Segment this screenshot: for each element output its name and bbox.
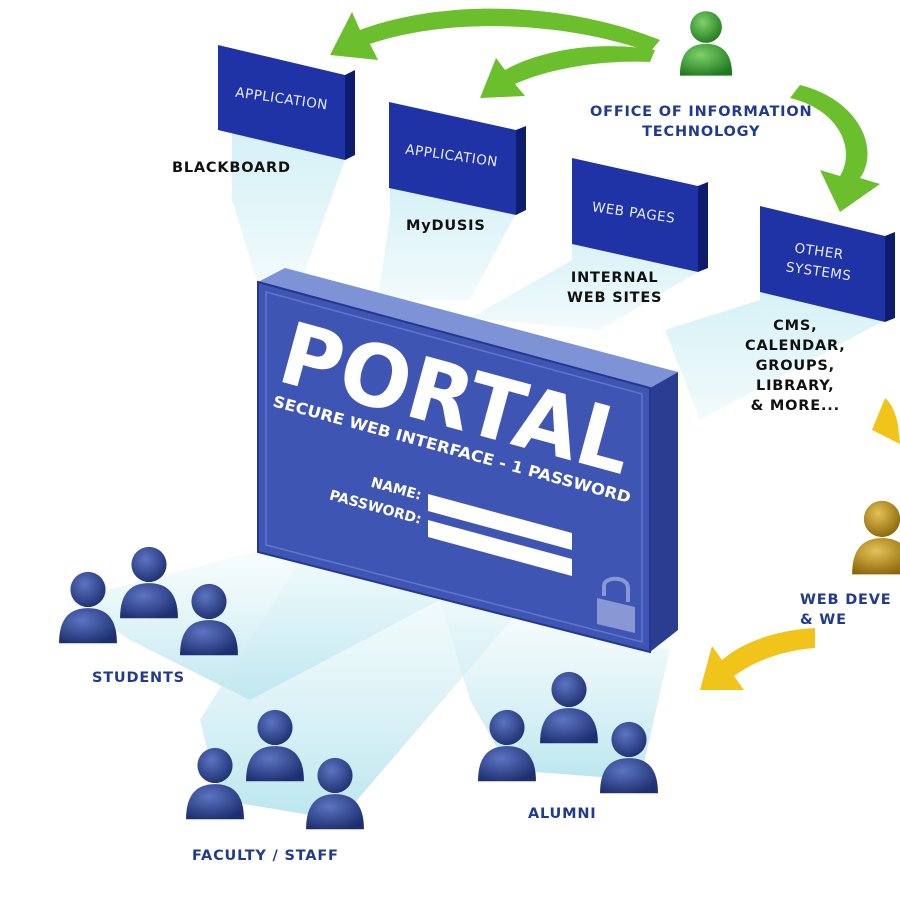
oit-label: OFFICE OF INFORMATION TECHNOLOGY bbox=[590, 104, 813, 140]
system-boxes: APPLICATION APPLICATION WEB PAGES OTHER … bbox=[218, 45, 895, 322]
password-field bbox=[428, 520, 572, 576]
students-label: STUDENTS bbox=[92, 670, 185, 686]
green-arrows bbox=[330, 8, 880, 212]
other-systems-box-line-1: OTHER bbox=[793, 240, 844, 263]
blackboard-box: APPLICATION bbox=[218, 45, 355, 160]
other-systems-list-label: CMS, CALENDAR, GROUPS, LIBRARY, & MORE..… bbox=[745, 318, 846, 414]
oit-person-icon bbox=[679, 11, 733, 76]
web-dev-person-icon bbox=[852, 500, 900, 575]
name-field bbox=[428, 494, 572, 550]
web-pages-box: WEB PAGES bbox=[572, 158, 708, 272]
blackboard-label: BLACKBOARD bbox=[172, 160, 291, 176]
web-dev-label: WEB DEVE & WE bbox=[800, 592, 892, 628]
faculty-staff-label: FACULTY / STAFF bbox=[192, 848, 339, 864]
alumni-label: ALUMNI bbox=[528, 806, 597, 822]
mydusis-box: APPLICATION bbox=[389, 102, 526, 215]
mydusis-label: MyDUSIS bbox=[406, 218, 486, 234]
padlock-icon bbox=[597, 576, 635, 633]
internal-web-sites-label: INTERNAL WEB SITES bbox=[567, 270, 663, 306]
other-systems-box: OTHER SYSTEMS bbox=[760, 206, 895, 322]
yellow-arrows bbox=[700, 398, 900, 690]
portal-panel: PORTAL SECURE WEB INTERFACE - 1 PASSWORD… bbox=[257, 268, 678, 654]
